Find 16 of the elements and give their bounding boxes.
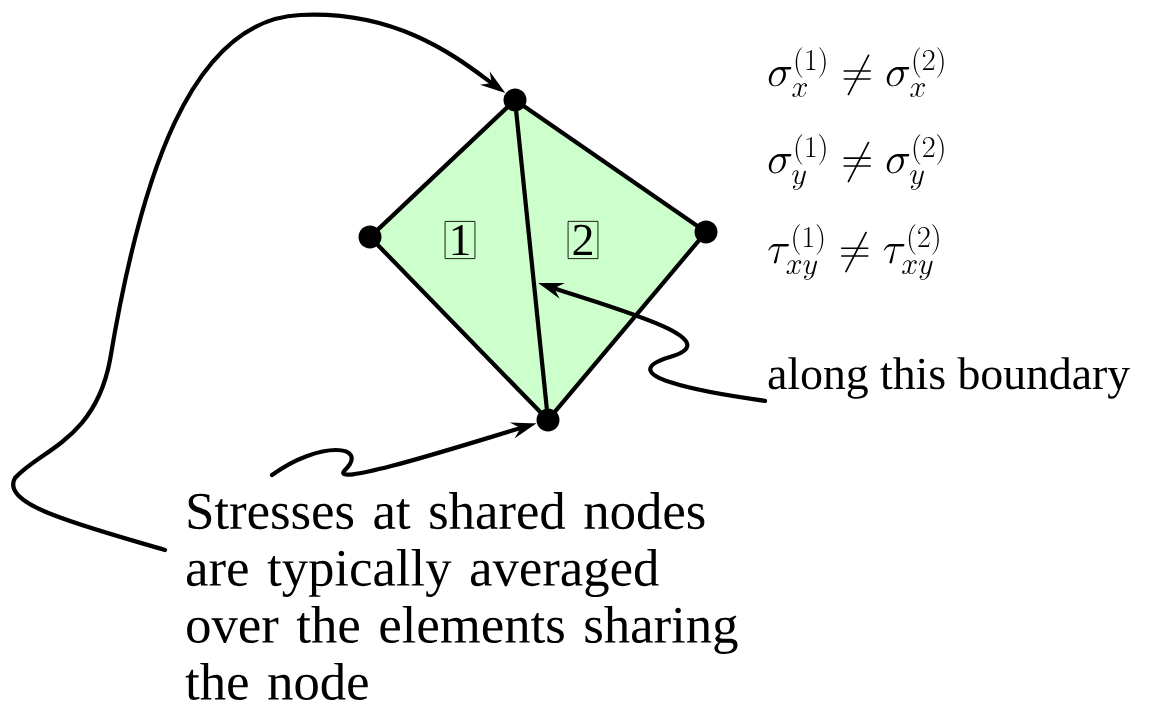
element-number: 1 [444,220,476,260]
mesh-node-dot [536,408,560,432]
mesh-edge [376,243,542,414]
stress-inequality: $\sigma_y^{(1)} \neq \sigma_y^{(2)}$ [768,134,944,190]
mesh-node-dot [503,88,527,112]
mesh-edge [553,238,701,414]
mesh-edge [514,109,549,411]
mesh-edge [522,104,699,228]
stress-inequality: $\tau_{xy}^{(1)} \neq \tau_{xy}^{(2)}$ [768,224,939,280]
mesh-node-dot [358,225,382,249]
callout-text: along this boundary [768,357,1130,399]
mesh-edge [376,106,509,231]
element-number: 2 [567,220,599,260]
mesh-node-dot [694,220,718,244]
callout-text: Stresses at shared nodes are typically averaged over the elements sharing the node [185,492,738,700]
stress-inequality: $\sigma_x^{(1)} \neq \sigma_x^{(2)}$ [768,47,944,97]
